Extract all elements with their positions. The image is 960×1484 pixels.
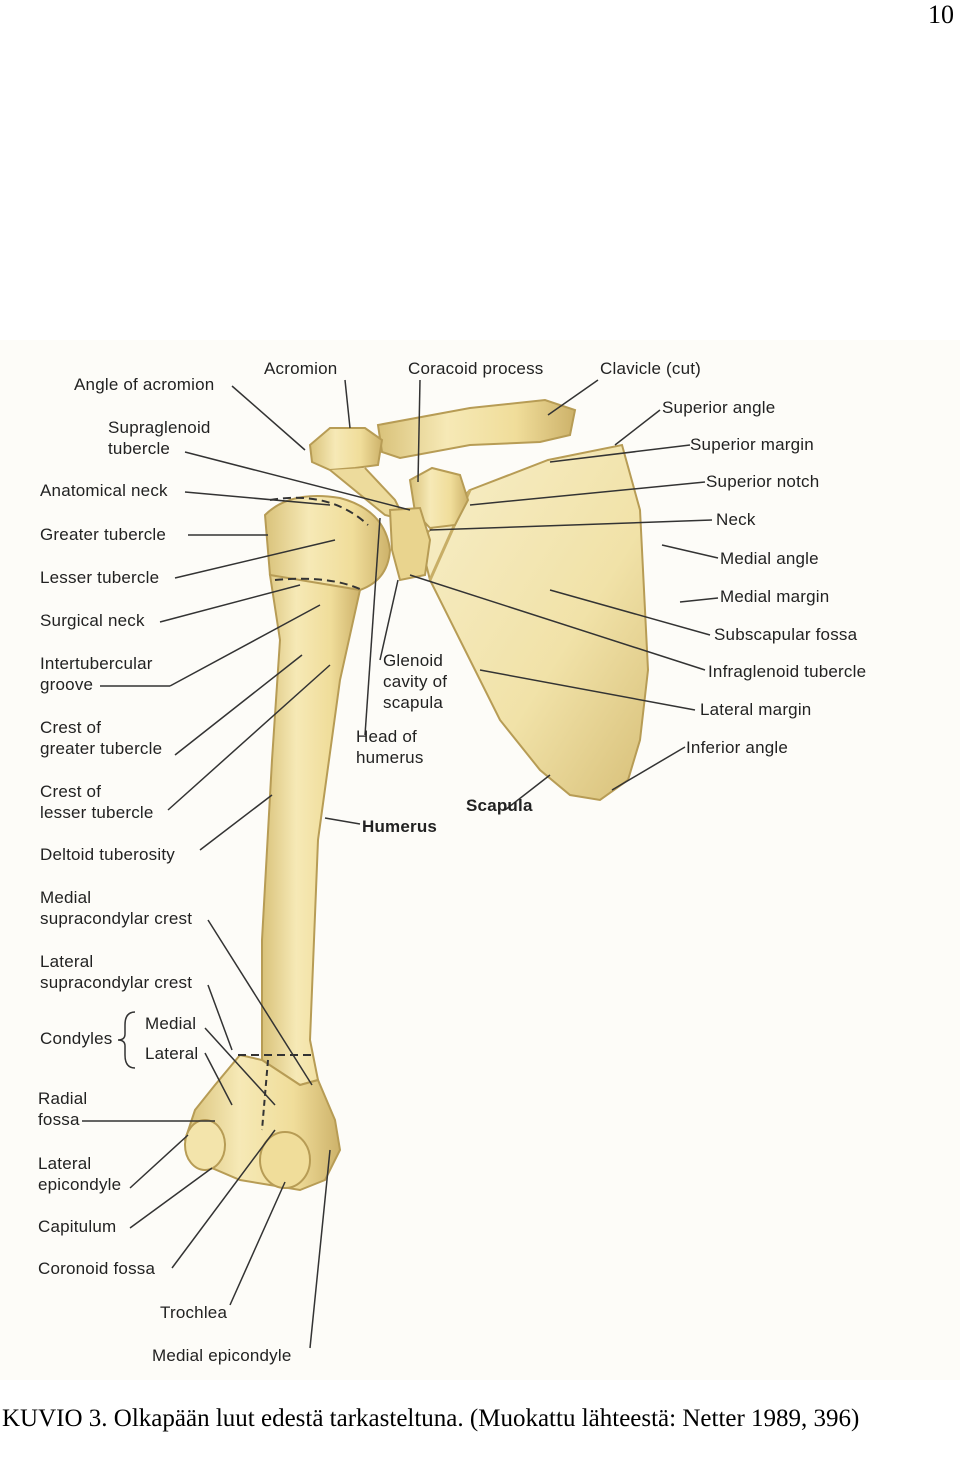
- label-acromion: Acromion: [264, 359, 338, 378]
- acromion-bone: [308, 427, 384, 472]
- label-medial-supracondylar-crest: Medial supracondylar crest: [40, 888, 193, 928]
- clavicle-bone: [376, 398, 577, 460]
- label-inferior-angle: Inferior angle: [686, 738, 789, 757]
- label-angle-of-acromion: Angle of acromion: [74, 375, 215, 394]
- label-condyles: Condyles: [40, 1029, 113, 1048]
- label-radial-fossa: Radial fossa: [38, 1089, 88, 1129]
- humerus-head: [263, 495, 392, 592]
- label-medial-epicondyle: Medial epicondyle: [152, 1346, 292, 1365]
- label-intertubercular-groove: Intertubercular groove: [40, 654, 153, 694]
- label-lateral-epicondyle: Lateral epicondyle: [38, 1154, 122, 1194]
- label-scapula: Scapula: [466, 796, 533, 815]
- label-superior-margin: Superior margin: [690, 435, 814, 454]
- label-condyles-lateral: Lateral: [145, 1044, 199, 1063]
- label-infraglenoid-tubercle: Infraglenoid tubercle: [708, 662, 867, 681]
- label-superior-angle: Superior angle: [662, 398, 776, 417]
- label-glenoid-cavity: Glenoid cavity of scapula: [383, 651, 448, 712]
- shoulder-bones-figure: Angle of acromion Acromion Coracoid proc…: [0, 340, 960, 1380]
- scapula-bone: [418, 443, 650, 802]
- label-supraglenoid-tubercle: Supraglenoid tubercle: [108, 418, 211, 458]
- label-crest-lesser-tubercle: Crest of lesser tubercle: [40, 782, 154, 822]
- label-subscapular-fossa: Subscapular fossa: [714, 625, 858, 644]
- leader-lines: [82, 379, 719, 1349]
- figure-caption: KUVIO 3. Olkapään luut edestä tarkastelt…: [2, 1405, 860, 1432]
- label-neck: Neck: [716, 510, 756, 529]
- label-lateral-supracondylar-crest: Lateral supracondylar crest: [40, 952, 193, 992]
- bones-illustration: [82, 379, 719, 1349]
- label-medial-margin: Medial margin: [720, 587, 830, 606]
- label-crest-greater-tubercle: Crest of greater tubercle: [40, 718, 163, 758]
- label-anatomical-neck: Anatomical neck: [40, 481, 168, 500]
- label-head-of-humerus: Head of humerus: [356, 727, 424, 767]
- label-greater-tubercle: Greater tubercle: [40, 525, 167, 544]
- label-surgical-neck: Surgical neck: [40, 611, 145, 630]
- label-lesser-tubercle: Lesser tubercle: [40, 568, 160, 587]
- label-deltoid-tuberosity: Deltoid tuberosity: [40, 845, 175, 864]
- label-medial-angle: Medial angle: [720, 549, 819, 568]
- label-coronoid-fossa: Coronoid fossa: [38, 1259, 156, 1278]
- label-capitulum: Capitulum: [38, 1217, 117, 1236]
- page-number: 10: [928, 0, 954, 29]
- label-superior-notch: Superior notch: [706, 472, 820, 491]
- label-coracoid-process: Coracoid process: [408, 359, 544, 378]
- label-condyles-medial: Medial: [145, 1014, 197, 1033]
- label-clavicle: Clavicle (cut): [600, 359, 702, 378]
- label-humerus: Humerus: [362, 817, 438, 836]
- humerus-shaft: [261, 573, 362, 1087]
- label-trochlea: Trochlea: [160, 1303, 228, 1322]
- label-lateral-margin: Lateral margin: [700, 700, 812, 719]
